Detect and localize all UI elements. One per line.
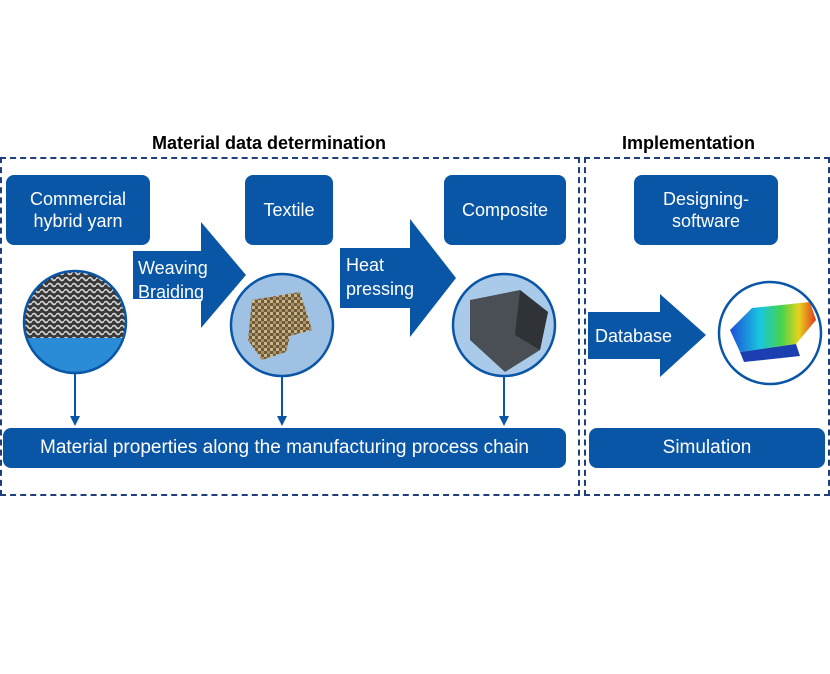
simulation-render (719, 282, 821, 384)
textile-box: Textile (245, 175, 333, 245)
commercial-hybrid-yarn-label: Commercial hybrid yarn (29, 189, 126, 231)
yarn-photo (24, 271, 126, 373)
material-section-frame (0, 157, 580, 496)
section-title-material: Material data determination (152, 133, 387, 153)
designing-software-box: Designing- software (634, 175, 778, 245)
composite-label: Composite (461, 200, 549, 220)
material-properties-box: Material properties along the manufactur… (3, 428, 566, 468)
composite-photo (453, 274, 555, 376)
database-label: Database (595, 326, 673, 346)
composite-box: Composite (444, 175, 566, 245)
textile-label: Textile (263, 200, 315, 220)
simulation-box: Simulation (589, 428, 825, 468)
connector-arrows (70, 374, 509, 426)
textile-photo (231, 274, 333, 376)
heat-pressing-label: Heat pressing (346, 255, 415, 299)
material-properties-label: Material properties along the manufactur… (40, 437, 529, 458)
implementation-section-frame (584, 157, 830, 496)
commercial-hybrid-yarn-box: Commercial hybrid yarn (6, 175, 150, 245)
simulation-label: Simulation (662, 437, 752, 458)
weaving-braiding-label: Weaving Braiding (138, 258, 208, 302)
database-arrow (588, 294, 706, 377)
section-title-implementation: Implementation (622, 133, 756, 153)
designing-software-label: Designing- software (662, 189, 750, 231)
weaving-arrow (133, 222, 246, 328)
heat-pressing-arrow (340, 219, 456, 337)
